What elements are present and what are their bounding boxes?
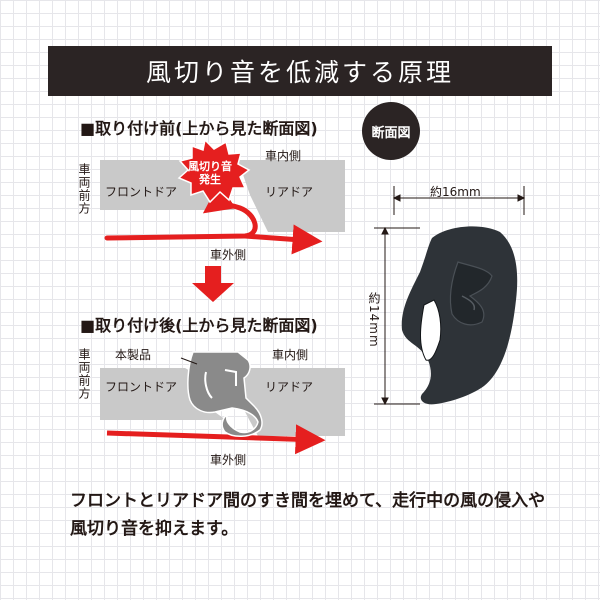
height-label: 約14mm [367,292,381,348]
rear-door-panel-before [238,160,345,232]
page-title: 風切り音を低減する原理 [145,58,454,87]
after-heading: ■取り付け後(上から見た断面図) [80,316,318,335]
rear-door-label-before: リアドア [265,185,314,199]
title-banner: 風切り音を低減する原理 [48,46,552,96]
vehicle-front-label-before: 車両前方 [77,163,91,215]
wind-noise-burst [177,138,251,204]
description: フロントとリアドア間のすき間を埋めて、走行中の風の侵入や 風切り音を抑えます。 [70,487,570,543]
front-door-label-after: フロントドア [105,380,178,394]
transition-down-arrow [192,266,234,302]
exterior-side-label-before: 車外側 [210,248,247,262]
cross-section-badge: 断面図 [362,102,420,160]
before-heading: ■取り付け前(上から見た断面図) [80,119,318,138]
cross-section-badge-text: 断面図 [371,125,411,141]
product-leader-line [180,357,198,365]
interior-side-label-after: 車内側 [272,348,309,362]
gap-wind-arrow [104,183,258,241]
seal-cross-section [401,226,518,405]
burst-line-1: 風切り音 [188,160,232,173]
width-dimension [392,186,526,215]
exterior-flow-arrow-after [106,424,326,455]
burst-line-2: 発生 [199,173,221,186]
product-label: 本製品 [115,348,152,362]
description-line-1: フロントとリアドア間のすき間を埋めて、走行中の風の侵入や [70,491,546,511]
width-label: 約16mm [430,185,481,199]
height-dimension [374,226,420,406]
wind-noise-text: 風切り音 発生 [180,160,240,186]
description-line-2: 風切り音を抑えます。 [70,519,239,539]
exterior-side-label-after: 車外側 [210,453,247,467]
interior-side-label-before: 車内側 [265,149,302,163]
exterior-flow-arrow-before [244,224,323,255]
rear-door-label-after: リアドア [265,380,314,394]
vehicle-front-label-after: 車両前方 [77,348,91,400]
front-door-label-before: フロントドア [105,185,178,199]
